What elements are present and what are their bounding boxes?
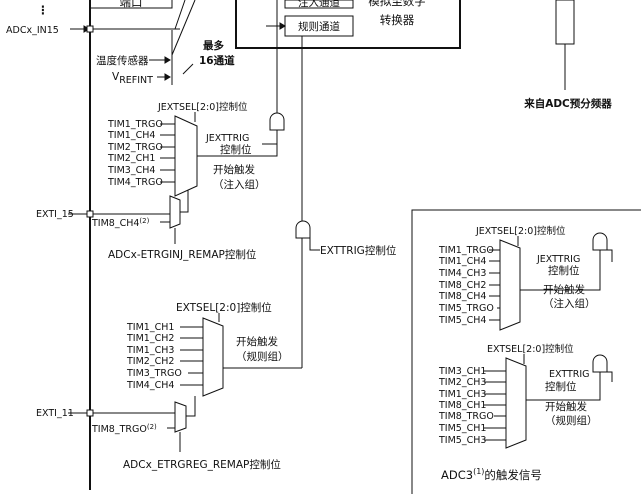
regular-input-label: TIM3_TRGO [126, 368, 182, 379]
tim8-ch4-label: TIM8_CH4(2) [91, 217, 150, 229]
vrefint-label: VREFINT [112, 71, 153, 86]
exti11-label: EXTI_11 [36, 408, 74, 419]
adc3-reg-input-label: TIM5_CH1 [438, 423, 486, 434]
exttrig-gate-icon [295, 220, 311, 239]
regular-input-label: TIM1_CH1 [126, 322, 174, 333]
injected-input-label: TIM2_TRGO [107, 142, 163, 153]
exti15-pin [86, 210, 94, 218]
injected-input-label: TIM1_CH4 [107, 130, 155, 141]
converter-label-line1: 模拟至数字 [368, 0, 426, 8]
channels-16-label: 16通道 [199, 54, 235, 67]
adc3-jexttrig-line1: JEXTTRIG [536, 254, 580, 265]
injected-input-label: TIM4_TRGO [107, 177, 163, 188]
adc3-panel-border [411, 209, 641, 494]
jexttrig-gate-icon [269, 112, 285, 131]
injected-mux [174, 115, 198, 197]
adc3-injected-mux [499, 239, 521, 331]
clock-box [555, 0, 575, 45]
adc3-exttrig-line2: 控制位 [545, 380, 577, 393]
regular-start-line1: 开始触发 [236, 335, 278, 348]
regular-input-label: TIM1_CH3 [126, 345, 174, 356]
regular-input-label: TIM2_CH2 [126, 356, 174, 367]
injected-inputs: TIM1_TRGO TIM1_CH4 TIM2_TRGO TIM2_CH1 TI… [107, 119, 175, 188]
injected-remap-label: ADCx-ETRGINJ_REMAP控制位 [108, 248, 257, 261]
adc3-inj-start-line2: （注入组） [543, 297, 596, 310]
adc3-reg-input-label: TIM1_CH3 [438, 389, 486, 400]
in15-pin [86, 25, 94, 33]
regular-remap-label: ADCx_ETRGREG_REMAP控制位 [123, 458, 281, 471]
exti11-pin [86, 409, 94, 417]
exttrig-label: EXTTRIG控制位 [320, 244, 397, 257]
adc3-reg-input-label: TIM2_CH3 [438, 377, 486, 388]
adc-converter-block: 注入通道 规则通道 模拟至数字 转换器 [235, 0, 461, 49]
jexttrig-label-line1: JEXTTRIG [205, 133, 249, 144]
adc3-reg-input-label: TIM3_CH1 [438, 366, 486, 377]
adc3-regular-inputs: TIM3_CH1 TIM2_CH3 TIM1_CH3 TIM8_CH1 TIM8… [438, 366, 506, 446]
jextsel-label: JEXTSEL[2:0]控制位 [157, 101, 248, 113]
temp-sensor-label: 温度传感器 [96, 54, 149, 67]
regular-inputs: TIM1_CH1 TIM1_CH2 TIM1_CH3 TIM2_CH2 TIM3… [126, 322, 203, 391]
adc3-jextsel-label: JEXTSEL[2:0]控制位 [475, 225, 566, 237]
extsel-label: EXTSEL[2:0]控制位 [176, 301, 272, 314]
regular-input-label: TIM4_CH4 [126, 380, 174, 391]
adc3-regular-mux [505, 357, 527, 449]
converter-label-line2: 转换器 [380, 13, 415, 27]
adc3-inj-input-label: TIM4_CH3 [438, 268, 486, 279]
port-block: 端口 [89, 0, 173, 9]
injected-remap-mux [169, 195, 181, 229]
regular-mux [202, 317, 224, 397]
injected-start-line2: （注入组） [213, 178, 266, 191]
adc3-inj-input-label: TIM8_CH4 [438, 291, 486, 302]
clock-from-label: 来自ADC预分频器 [523, 97, 612, 110]
adc3-caption: ADC3(1)的触发信号 [441, 467, 542, 482]
injected-start-line1: 开始触发 [213, 163, 255, 176]
tim8-trgo-label: TIM8_TRGO(2) [91, 423, 157, 435]
adc3-inj-input-label: TIM5_TRGO [438, 303, 494, 314]
adc3-extsel-label: EXTSEL[2:0]控制位 [487, 343, 574, 355]
adc3-jexttrig-gate-icon [592, 232, 608, 251]
jexttrig-label-line2: 控制位 [220, 143, 252, 156]
regular-channel-label: 规则通道 [298, 20, 340, 33]
regular-input-label: TIM1_CH2 [126, 333, 174, 344]
vertical-dots: ⋮ [37, 3, 49, 17]
injected-input-label: TIM3_CH4 [107, 165, 155, 176]
adc3-jexttrig-line2: 控制位 [548, 264, 580, 277]
adc3-exttrig-line1: EXTTRIG [549, 369, 590, 380]
adc3-inj-input-label: TIM1_CH4 [438, 256, 486, 267]
adc3-reg-start-line2: （规则组） [545, 414, 598, 427]
injected-channel-label: 注入通道 [298, 0, 340, 9]
adc3-inj-input-label: TIM1_TRGO [438, 245, 494, 256]
adc3-inj-input-label: TIM5_CH4 [438, 315, 486, 326]
regular-remap-mux [174, 401, 187, 433]
port-label: 端口 [120, 0, 143, 9]
injected-channel-box [284, 0, 354, 9]
injected-input-label: TIM1_TRGO [107, 119, 163, 130]
adc3-reg-input-label: TIM5_CH3 [438, 435, 486, 446]
exti15-label: EXTI_15 [36, 209, 74, 220]
adc3-reg-input-label: TIM8_CH1 [438, 400, 486, 411]
adc3-reg-input-label: TIM8_TRGO [438, 411, 494, 422]
adc3-inj-start-line1: 开始触发 [543, 283, 585, 296]
adcx-in15-label: ADCx_IN15 [6, 25, 59, 36]
adc3-inj-input-label: TIM8_CH2 [438, 280, 486, 291]
adc3-injected-inputs: TIM1_TRGO TIM1_CH4 TIM4_CH3 TIM8_CH2 TIM… [438, 245, 500, 326]
injected-input-label: TIM2_CH1 [107, 153, 155, 164]
up-to-label: 最多 [203, 39, 224, 52]
adc3-reg-start-line1: 开始触发 [545, 400, 587, 413]
adc3-exttrig-gate-icon [592, 354, 608, 373]
regular-start-line2: （规则组） [236, 350, 289, 363]
